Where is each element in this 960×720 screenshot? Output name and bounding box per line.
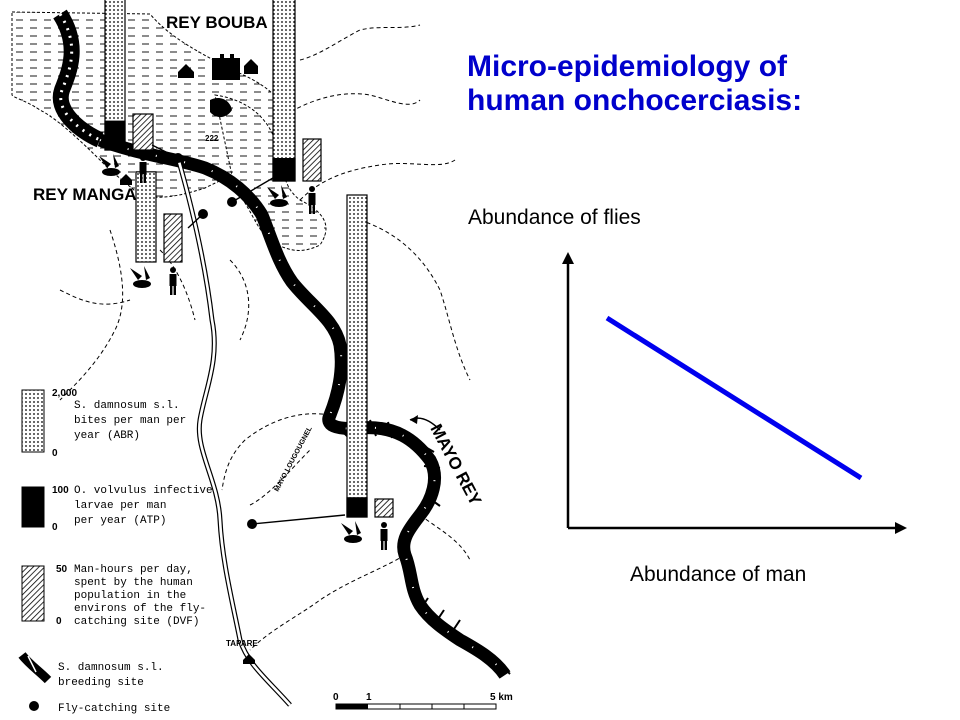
dvf-bar [132, 113, 154, 151]
label-rey-bouba: REY BOUBA [166, 13, 268, 32]
svg-text:0: 0 [52, 448, 58, 459]
fly-icon [99, 154, 120, 176]
svg-text:0: 0 [56, 616, 62, 627]
dvf-bar [163, 213, 183, 263]
man-icon [308, 186, 316, 214]
fly-icon [341, 521, 362, 543]
svg-text:1: 1 [366, 692, 372, 703]
svg-text:population in the: population in the [74, 590, 186, 602]
village-icons [120, 54, 258, 185]
man-icon [169, 267, 177, 295]
dvf-bar [374, 498, 394, 518]
catching-site-dot [198, 209, 208, 219]
y-axis [562, 252, 574, 528]
svg-text:breeding site: breeding site [58, 677, 144, 689]
breeding-site-marks [335, 419, 511, 675]
svg-text:S. damnosum s.l.: S. damnosum s.l. [74, 400, 180, 412]
legend-atp-swatch [21, 486, 45, 528]
fly-catching-sites [173, 153, 257, 529]
mayo-rey-river [97, 133, 511, 679]
atp-bar [272, 158, 296, 182]
y-axis-label: Abundance of flies [468, 206, 641, 229]
svg-text:environs of the fly-: environs of the fly- [74, 603, 206, 615]
catching-site-dot [227, 197, 237, 207]
label-mayo-lougougnel: MAYO LOUGOUGNEL [274, 425, 315, 493]
svg-text:2,000: 2,000 [52, 388, 77, 399]
x-axis-label: Abundance of man [630, 563, 807, 586]
svg-text:50: 50 [56, 564, 68, 575]
svg-text:spent by the human: spent by the human [74, 577, 193, 589]
man-icon [380, 522, 388, 550]
title-line-1: Micro-epidemiology of [467, 50, 788, 83]
onchocerciasis-map: REY BOUBA REY MANGA TAPARE 222 MAYO REY … [11, 0, 513, 715]
legend-catching-icon [29, 701, 39, 711]
site-bar-charts [104, 0, 394, 518]
x-axis [568, 522, 907, 534]
svg-text:O. volvulus infective: O. volvulus infective [74, 485, 213, 497]
tributaries [59, 24, 471, 651]
map-legend: 2,000 0 S. damnosum s.l. bites per man p… [18, 388, 213, 715]
label-tapare: TAPARE [226, 639, 258, 648]
title-line-2: human onchocerciasis: [467, 84, 803, 117]
fly-icon [267, 185, 288, 207]
flies-vs-man-graph [562, 252, 907, 534]
abr-bar [272, 0, 296, 182]
scale-bar: 0 1 5 km [333, 692, 513, 710]
label-rey-manga: REY MANGA [33, 185, 137, 204]
catching-site-dot [247, 519, 257, 529]
legend-abr-swatch [21, 389, 45, 453]
atp-bar [104, 120, 126, 151]
svg-text:larvae per man: larvae per man [74, 500, 166, 512]
svg-text:Man-hours per day,: Man-hours per day, [74, 564, 193, 576]
abr-bar [135, 171, 157, 263]
svg-text:100: 100 [52, 485, 69, 496]
svg-text:S. damnosum s.l.: S. damnosum s.l. [58, 662, 164, 674]
fly-man-icons [99, 154, 388, 550]
man-icon [139, 155, 147, 183]
legend-dvf-swatch [21, 565, 45, 622]
main-river-northwest [52, 9, 104, 148]
svg-text:year (ABR): year (ABR) [74, 430, 140, 442]
road [175, 157, 292, 707]
svg-text:per year (ATP): per year (ATP) [74, 515, 166, 527]
svg-text:bites per man per: bites per man per [74, 415, 186, 427]
svg-text:catching site (DVF): catching site (DVF) [74, 616, 199, 628]
svg-text:5 km: 5 km [490, 692, 513, 703]
svg-text:0: 0 [52, 522, 58, 533]
svg-text:0: 0 [333, 692, 339, 703]
trend-line [605, 315, 863, 481]
legend-breeding-icon [18, 652, 52, 684]
label-elevation: 222 [205, 134, 219, 143]
fly-icon [130, 266, 151, 288]
svg-text:Fly-catching site: Fly-catching site [58, 703, 170, 715]
catching-site-dot [173, 153, 183, 163]
dvf-bar [302, 138, 322, 182]
atp-bar [346, 497, 368, 518]
abr-bar [346, 194, 368, 518]
slide-title: Micro-epidemiology of human onchocercias… [467, 50, 937, 118]
